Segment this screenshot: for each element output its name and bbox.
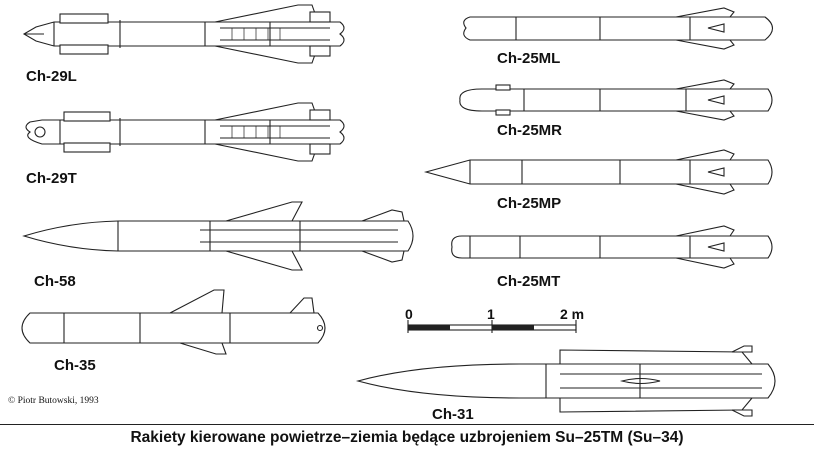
copyright-notice: © Piotr Butowski, 1993: [8, 396, 99, 406]
label-ch58: Ch-58: [34, 273, 76, 290]
label-ch29t: Ch-29T: [26, 170, 77, 187]
label-ch25mp: Ch-25MP: [497, 195, 562, 212]
scale-tick-1: 1: [487, 306, 495, 322]
label-ch25mr: Ch-25MR: [497, 122, 563, 139]
missile-ch25mp-drawing: [423, 149, 773, 195]
label-ch29l: Ch-29L: [26, 68, 77, 85]
missile-ch29t-drawing: [25, 102, 345, 162]
scale-tick-0: 0: [405, 306, 413, 322]
missile-ch25mt-drawing: [451, 225, 773, 269]
missile-ch31-drawing: [355, 345, 776, 417]
figure-caption: Rakiety kierowane powietrze–ziemia będąc…: [130, 429, 684, 446]
label-ch25ml: Ch-25ML: [497, 50, 561, 67]
missile-ch58-drawing: [22, 201, 414, 271]
missile-ch25ml-drawing: [463, 7, 774, 50]
caption-divider: [0, 424, 814, 425]
label-ch25mt: Ch-25MT: [497, 273, 561, 290]
label-ch35: Ch-35: [54, 357, 96, 374]
missile-ch25mr-drawing: [459, 79, 773, 121]
scale-tick-2m: 2 m: [560, 306, 585, 322]
scale-bar-drawing: [407, 320, 577, 333]
label-ch31: Ch-31: [432, 406, 474, 423]
missile-ch35-drawing: [21, 289, 326, 355]
missile-ch29l-drawing: [22, 4, 345, 64]
